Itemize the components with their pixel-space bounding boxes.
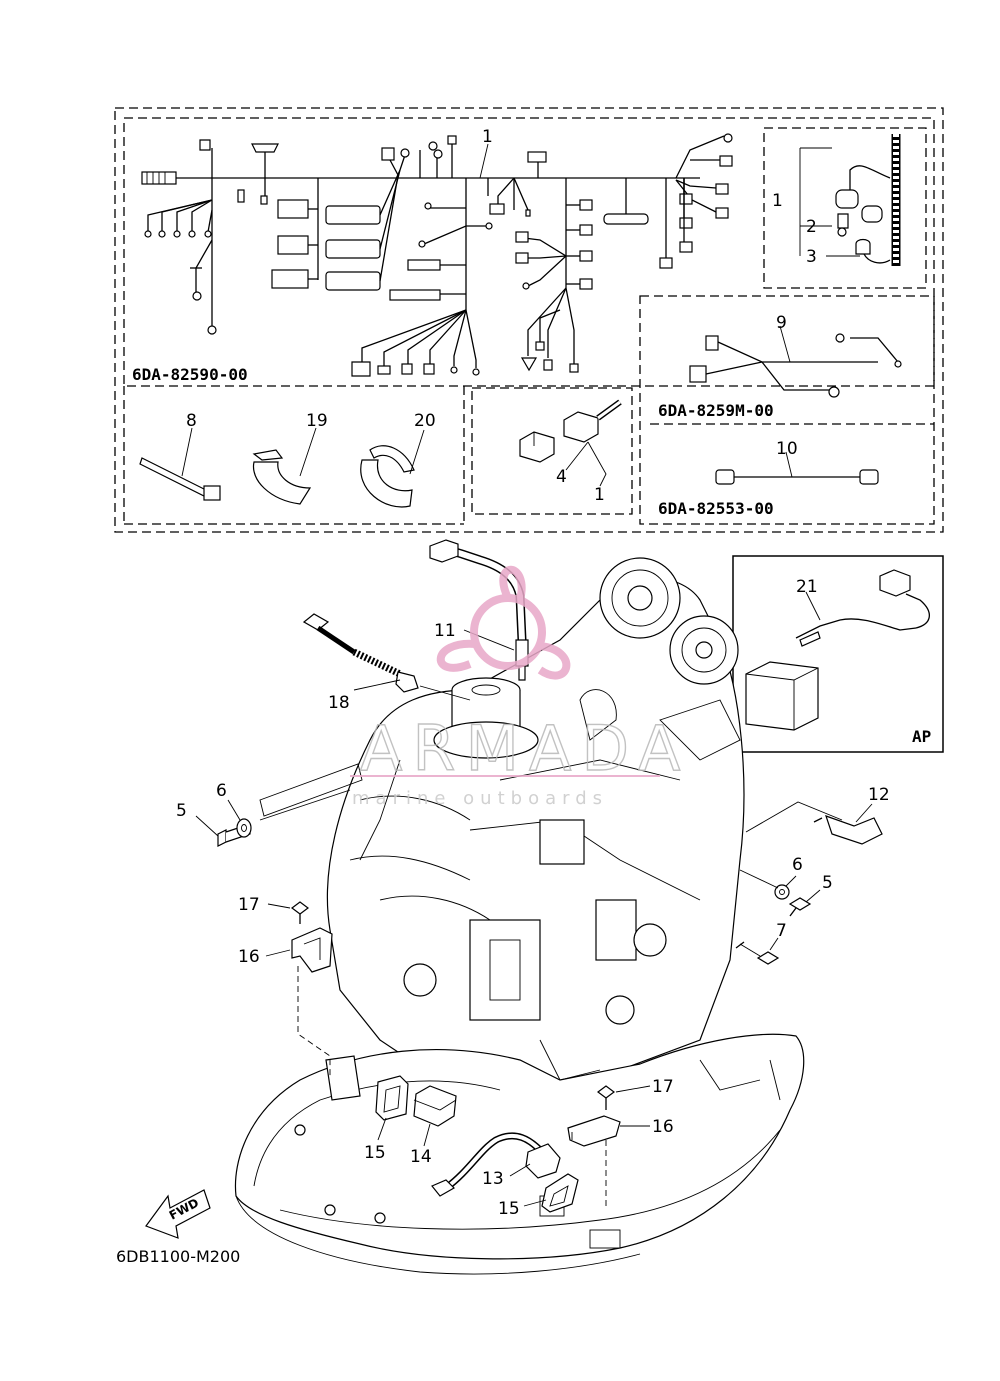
callout-14: 14 [410,1147,432,1167]
holder-19 [252,427,317,505]
code-main-harness: 6DA-82590-00 [132,365,248,384]
sub-harness-panel [639,295,935,525]
callout-17-left: 17 [238,895,260,915]
sensor-12 [745,801,883,845]
ap-accessory-box [732,555,944,753]
watermark-brand: ARMADA [360,712,690,785]
code-sub-harness-10: 6DA-82553-00 [658,499,774,518]
engine-block [259,557,745,1091]
bracket-16-left [265,927,333,1076]
bolt-17-right [597,1085,651,1110]
callout-17-right: 17 [652,1077,674,1097]
callout-2: 2 [806,217,817,237]
code-diagram: 6DB1100-M200 [116,1247,240,1266]
callout-4: 4 [556,467,567,487]
callout-13: 13 [482,1169,504,1189]
sensor-13 [431,1132,561,1197]
watermark-tagline: marine outboards [352,788,608,809]
coil-detail-panel [763,127,927,289]
callout-11: 11 [434,621,456,641]
callout-12: 12 [868,785,890,805]
washer-6-left [227,799,252,838]
callout-9: 9 [776,313,787,333]
connector-kit [519,399,622,487]
callout-15-right: 15 [498,1199,520,1219]
main-wire-harness [141,133,733,377]
callout-5-right: 5 [822,873,833,893]
holder-20 [360,429,425,508]
harness-kit-box [114,107,944,533]
watermark: ARMADA marine outboards [350,565,690,809]
coil-assembly [799,134,901,266]
callout-5-left: 5 [176,801,187,821]
sensor-18 [302,613,471,701]
callout-21: 21 [796,577,818,597]
callout-19: 19 [306,411,328,431]
callout-7: 7 [776,921,787,941]
code-sub-harness-9: 6DA-8259M-00 [658,401,774,420]
grommet-15-left [375,1075,409,1141]
callout-8: 8 [186,411,197,431]
cable-tie-8 [139,427,221,501]
callout-6-left: 6 [216,781,227,801]
callout-10: 10 [776,439,798,459]
callout-6-right: 6 [792,855,803,875]
bracket-16-right [567,1115,650,1206]
callout-20: 20 [414,411,436,431]
callout-1: 1 [482,127,493,147]
callout-3: 3 [806,247,817,267]
plug-14 [413,1085,457,1147]
callout-1-coil: 1 [772,191,783,211]
bolt-5-right [788,889,821,917]
ap-label: AP [912,727,931,746]
bolt-17-left [267,901,309,924]
sub-harness-9 [689,325,902,398]
sub-harness-10 [715,451,879,485]
bolt-7 [735,937,780,965]
bottom-cowling [234,1033,805,1275]
washer-6-right [739,869,797,900]
main-harness-panel [123,117,935,387]
connector-kit-panel [471,387,633,515]
fwd-arrow-icon [145,1189,211,1239]
callout-16-right: 16 [652,1117,674,1137]
callout-1-kit: 1 [594,485,605,505]
callout-18: 18 [328,693,350,713]
grommet-15-right [523,1173,579,1213]
callout-15-left: 15 [364,1143,386,1163]
callout-16-left: 16 [238,947,260,967]
